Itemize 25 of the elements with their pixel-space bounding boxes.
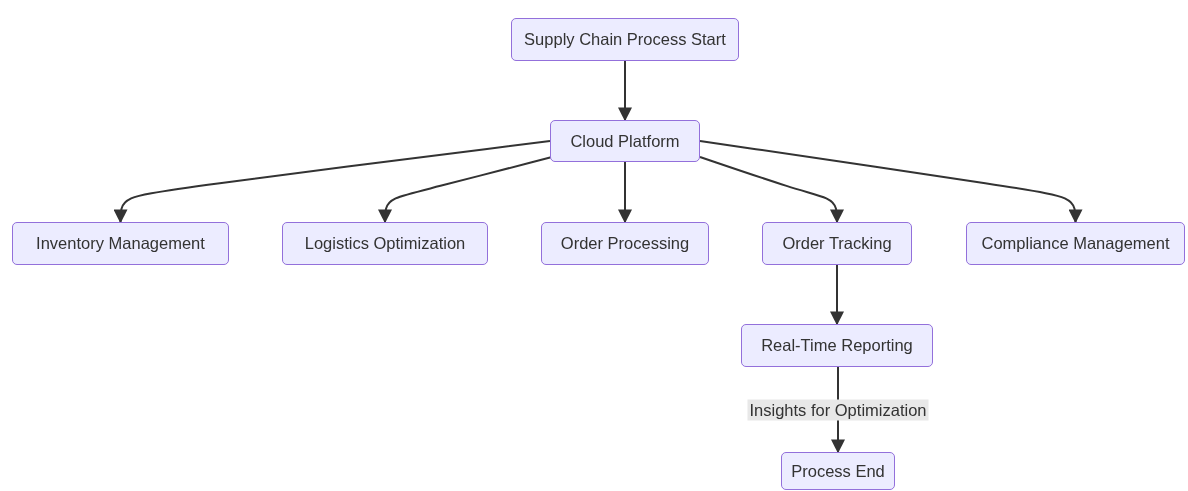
node-label: Supply Chain Process Start bbox=[524, 30, 726, 49]
arrow bbox=[618, 161, 632, 224]
node-label: Logistics Optimization bbox=[304, 234, 466, 253]
arrow bbox=[699, 156, 844, 224]
node-label: Compliance Management bbox=[981, 234, 1170, 253]
node-label: Real-Time Reporting bbox=[761, 336, 913, 355]
node-label: Cloud Platform bbox=[570, 131, 680, 151]
arrow bbox=[618, 60, 632, 122]
process-box bbox=[511, 18, 739, 61]
process-box bbox=[966, 222, 1185, 265]
node-label: Inventory Management bbox=[36, 234, 205, 253]
edge-label: Insights for Optimization bbox=[747, 399, 929, 420]
process-box bbox=[282, 222, 488, 265]
process-box bbox=[781, 452, 895, 490]
arrow bbox=[113, 140, 551, 224]
process-box bbox=[762, 222, 912, 265]
process-box bbox=[550, 120, 700, 162]
process-box bbox=[12, 222, 229, 265]
node-label: Order Processing bbox=[560, 234, 690, 253]
process-box bbox=[741, 324, 933, 367]
arrow bbox=[830, 264, 844, 326]
arrow bbox=[699, 140, 1083, 224]
node-label: Order Tracking bbox=[782, 234, 892, 253]
node-label: Process End bbox=[791, 461, 885, 481]
process-box bbox=[541, 222, 709, 265]
